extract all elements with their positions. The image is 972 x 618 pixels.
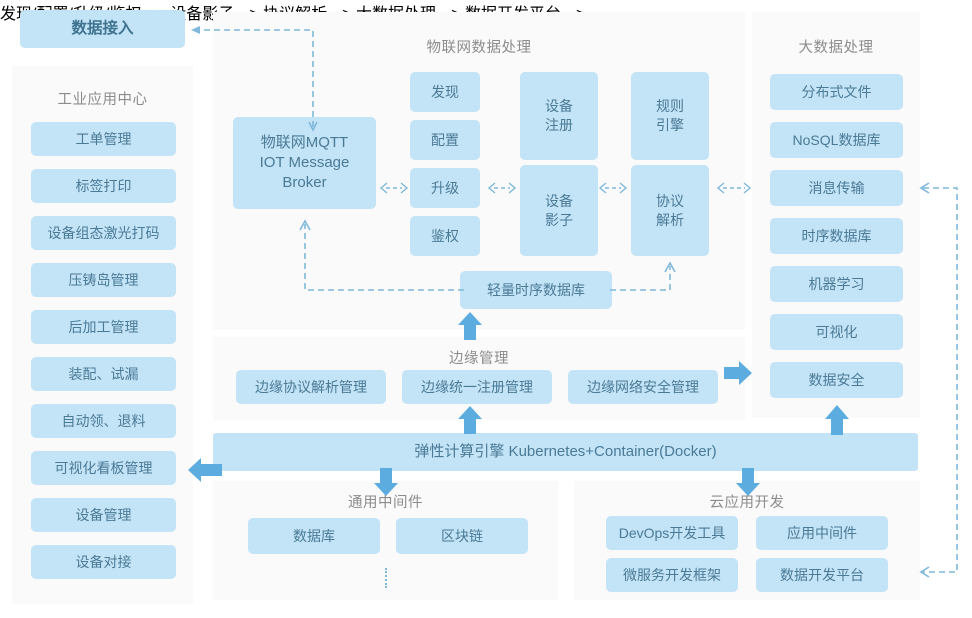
- connector-tsdb-to-protocol-parse: [608, 254, 678, 294]
- arrow-compute-to-bigdata: [822, 403, 852, 435]
- cloudapp-item-app-middleware[interactable]: 应用中间件: [756, 516, 888, 550]
- arrow-compute-to-cloudapp: [733, 468, 763, 498]
- iot-item-discovery[interactable]: 发现: [410, 72, 480, 112]
- arrow-compute-to-app-center: [188, 455, 224, 485]
- iot-item-upgrade[interactable]: 升级: [410, 168, 480, 208]
- app-item-assembly-leak-test[interactable]: 装配、试漏: [31, 357, 176, 391]
- cloudapp-item-devops[interactable]: DevOps开发工具: [606, 516, 738, 550]
- app-item-die-casting[interactable]: 压铸岛管理: [31, 263, 176, 297]
- connector-iot-items-to-device: [486, 180, 518, 196]
- connector-engine-to-bigdata: [714, 180, 754, 196]
- cloudapp-item-microservice-framework[interactable]: 微服务开发框架: [606, 558, 738, 592]
- app-item-post-processing[interactable]: 后加工管理: [31, 310, 176, 344]
- cloud-app-dev-title: 云应用开发: [709, 495, 785, 511]
- iot-device-registration-box[interactable]: 设备 注册: [520, 72, 598, 160]
- connector-broker-to-data-ingest: [185, 22, 320, 132]
- app-item-label-print[interactable]: 标签打印: [31, 169, 176, 203]
- middleware-item-blockchain[interactable]: 区块链: [396, 518, 528, 554]
- arrow-edge-to-bigdata: [722, 358, 752, 388]
- big-data-title: 大数据处理: [798, 40, 874, 56]
- bigdata-item-machine-learning[interactable]: 机器学习: [770, 266, 903, 302]
- industrial-app-center-title: 工业应用中心: [57, 92, 148, 108]
- arrow-edge-to-tsdb: [455, 310, 485, 340]
- iot-item-auth[interactable]: 鉴权: [410, 216, 480, 256]
- bigdata-item-distributed-file[interactable]: 分布式文件: [770, 74, 903, 110]
- middleware-more-indicator: [385, 568, 389, 588]
- bigdata-item-tsdb[interactable]: 时序数据库: [770, 218, 903, 254]
- connector-device-to-engine: [597, 180, 629, 196]
- iot-lite-tsdb-box[interactable]: 轻量时序数据库: [460, 271, 612, 309]
- iot-rule-engine-box[interactable]: 规则 引擎: [631, 72, 709, 160]
- big-data-panel: 大数据处理: [752, 12, 920, 418]
- app-item-device-management[interactable]: 设备管理: [31, 498, 176, 532]
- iot-device-shadow-box[interactable]: 设备 影子: [520, 165, 598, 256]
- bigdata-item-visualization[interactable]: 可视化: [770, 314, 903, 350]
- edge-item-unified-registration[interactable]: 边缘统一注册管理: [402, 370, 552, 404]
- app-item-auto-material[interactable]: 自动领、退料: [31, 404, 176, 438]
- connector-tsdb-to-broker: [296, 208, 466, 293]
- data-ingest-box[interactable]: 数据接入: [20, 10, 185, 48]
- arrow-compute-to-middleware: [371, 468, 401, 498]
- bigdata-item-data-security[interactable]: 数据安全: [770, 362, 903, 398]
- app-item-work-order[interactable]: 工单管理: [31, 122, 176, 156]
- app-item-laser-marking[interactable]: 设备组态激光打码: [31, 216, 176, 250]
- bigdata-item-messaging[interactable]: 消息传输: [770, 170, 903, 206]
- iot-processing-title: 物联网数据处理: [426, 40, 532, 56]
- common-middleware-title: 通用中间件: [348, 495, 423, 511]
- bigdata-item-nosql[interactable]: NoSQL数据库: [770, 122, 903, 158]
- connector-messaging-to-data-platform: [905, 180, 967, 580]
- middleware-item-database[interactable]: 数据库: [248, 518, 380, 554]
- edge-item-network-security[interactable]: 边缘网络安全管理: [568, 370, 718, 404]
- arrow-compute-to-edge: [455, 404, 485, 434]
- iot-protocol-parse-box[interactable]: 协议 解析: [631, 165, 709, 256]
- edge-item-protocol-parse[interactable]: 边缘协议解析管理: [236, 370, 386, 404]
- compute-engine-bar[interactable]: 弹性计算引擎 Kubernetes+Container(Docker): [213, 433, 918, 471]
- cloudapp-item-data-dev-platform[interactable]: 数据开发平台: [756, 558, 888, 592]
- edge-management-title: 边缘管理: [449, 351, 509, 367]
- app-item-visual-board[interactable]: 可视化看板管理: [31, 451, 176, 485]
- app-item-device-docking[interactable]: 设备对接: [31, 545, 176, 579]
- iot-mqtt-broker-box[interactable]: 物联网MQTT IOT Message Broker: [233, 117, 376, 209]
- connector-broker-to-iot-items: [378, 180, 410, 196]
- iot-item-config[interactable]: 配置: [410, 120, 480, 160]
